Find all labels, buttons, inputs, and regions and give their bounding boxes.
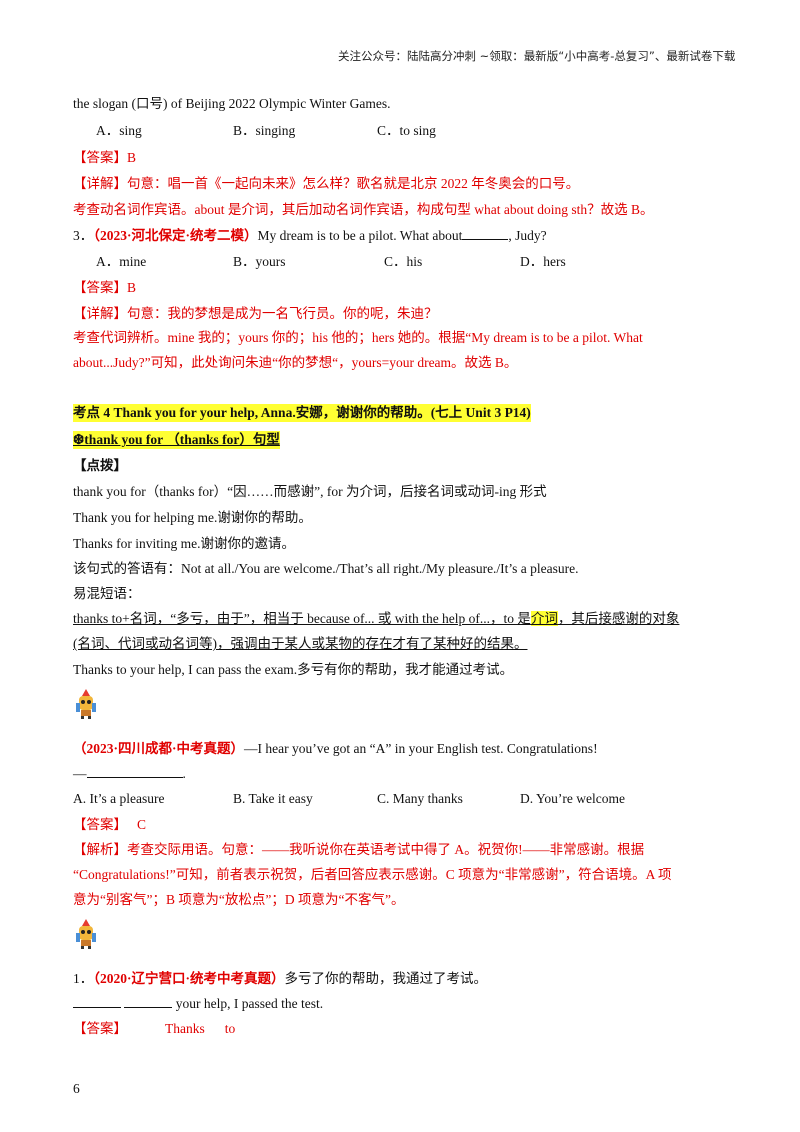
q3-stem: 3．（2023·河北保定·统考二模）My dream is to be a pi…: [73, 227, 547, 243]
q3-option-a: A．mine: [96, 254, 147, 269]
ex2-blank-line: your help, I passed the test.: [73, 995, 323, 1013]
answer-label: 【答案】: [73, 280, 127, 295]
q2-answer: 【答案】B: [73, 149, 136, 167]
answer-value: B: [127, 280, 137, 295]
ex1-response-line: —.: [73, 765, 186, 781]
q3-answer: 【答案】B: [73, 279, 136, 297]
q2-detail-line2: 考查动名词作宾语。about 是介词，其后加动名词作宾语，构成句型 what a…: [73, 202, 654, 217]
tip-line-2: Thank you for helping me.谢谢你的帮助。: [73, 510, 312, 525]
ex1-option-a: A. It’s a pleasure: [73, 791, 165, 806]
tip-label: 【点拨】: [73, 458, 127, 473]
analysis-label: 【解析】: [73, 842, 127, 857]
q3-detail-line3: about...Judy?”可知，此处询问朱迪“你的梦想“，yours=your…: [73, 355, 518, 370]
tip-line-3: Thanks for inviting me.谢谢你的邀请。: [73, 536, 295, 551]
answer-value: C: [137, 817, 147, 832]
answer-label: 【答案】: [73, 150, 127, 165]
ex2-answer: 【答案】 Thanks to: [73, 1020, 235, 1038]
q3-option-b: B．yours: [233, 254, 286, 269]
ex2-stem: 1．（2020·辽宁营口·统考中考真题）多亏了你的帮助，我通过了考试。: [73, 971, 488, 986]
ex1-option-b: B. Take it easy: [233, 791, 313, 806]
point4-subtitle: ❆thank you for （thanks for）句型: [73, 431, 280, 449]
q3-detail-line1: 【详解】句意：我的梦想是成为一名飞行员。你的呢，朱迪？: [73, 306, 438, 321]
q2-option-c: C．to sing: [377, 123, 436, 138]
q3-source: （2023·河北保定·统考二模）: [93, 228, 258, 243]
confuse-line-2: (名词、代词或动名词等)，强调由于某人或某物的存在才有了某种好的结果。: [73, 636, 528, 651]
point4-title: 考点 4 Thank you for your help, Anna.安娜，谢谢…: [73, 404, 531, 422]
q3-option-c: C．his: [384, 254, 423, 269]
confuse-line-1: thanks to+名词，“多亏，由于”，相当于 because of... 或…: [73, 611, 680, 626]
ex1-analysis-line2: “Congratulations!”可知，前者表示祝贺，后者回答应表示感谢。C …: [73, 867, 672, 882]
ex2-source: （2020·辽宁营口·统考中考真题）: [93, 971, 285, 986]
ex1-analysis-line1: 【解析】考查交际用语。句意：——我听说你在英语考试中得了 A。祝贺你!——非常感…: [73, 842, 645, 857]
page-header: 关注公众号：陆陆高分冲刺 ~领取：最新版“小中高考-总复习”、最新试卷下载: [338, 49, 736, 63]
answer-label: 【答案】: [73, 817, 127, 832]
example-sentence: Thanks to your help, I can pass the exam…: [73, 662, 514, 677]
answer-value: B: [127, 150, 137, 165]
ex1-option-c: C. Many thanks: [377, 791, 463, 806]
ex1-option-d: D. You’re welcome: [520, 791, 625, 806]
q3-number: 3．: [73, 228, 94, 243]
answer-label: 【答案】: [73, 1021, 127, 1036]
ex1-analysis-line3: 意为“别客气”；B 项意为“放松点”；D 项意为“不客气”。: [73, 892, 405, 907]
answer-value-2: to: [224, 1021, 236, 1036]
ex2-number: 1．: [73, 971, 94, 986]
q3-option-d: D．hers: [520, 254, 566, 269]
ex1-blank: [86, 765, 183, 778]
ex1-stem: （2023·四川成都·中考真题）—I hear you’ve got an “A…: [73, 741, 598, 756]
page-number: 6: [73, 1081, 80, 1096]
tip-line-4: 该句式的答语有：Not at all./You are welcome./Tha…: [73, 561, 579, 576]
pencil-mascot-icon: [73, 688, 99, 720]
ex2-blank-2: [124, 995, 173, 1008]
q2-option-a: A．sing: [96, 123, 142, 138]
highlight-word: 介词: [530, 611, 558, 626]
q3-blank: [462, 227, 509, 240]
q2-stem-continuation: the slogan (口号) of Beijing 2022 Olympic …: [73, 96, 391, 111]
q2-option-b: B．singing: [233, 123, 296, 138]
answer-value-1: Thanks: [165, 1021, 205, 1036]
ex1-source: （2023·四川成都·中考真题）: [73, 741, 245, 756]
q2-detail-line1: 【详解】句意：唱一首《一起向未来》怎么样？歌名就是北京 2022 年冬奥会的口号…: [73, 176, 580, 191]
ex1-answer: 【答案】 C: [73, 816, 146, 834]
pencil-mascot-icon: [73, 918, 99, 950]
ex2-blank-1: [73, 995, 121, 1008]
tip-line-1: thank you for（thanks for）“因……而感谢”, for 为…: [73, 484, 547, 499]
q3-detail-line2: 考查代词辨析。mine 我的；yours 你的；his 他的；hers 她的。根…: [73, 330, 643, 345]
tip-line-5: 易混短语：: [73, 586, 141, 601]
detail-label: 【详解】: [73, 306, 127, 321]
detail-label: 【详解】: [73, 176, 127, 191]
